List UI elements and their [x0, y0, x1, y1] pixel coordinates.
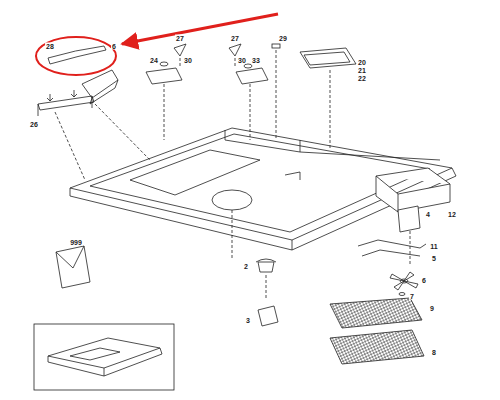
callout-number: 5: [431, 255, 437, 262]
motor: [398, 206, 420, 232]
callout-number: 20: [357, 59, 367, 66]
callout-number: 22: [357, 75, 367, 82]
highlight-arrow: [122, 14, 278, 44]
callout-number: 6: [421, 277, 427, 284]
light-housing: [82, 70, 118, 104]
hood-side: [292, 168, 456, 250]
callout-number: 29: [278, 35, 288, 42]
curved-strip: [48, 46, 106, 64]
manual-envelope: [56, 246, 90, 288]
callout-number: 30: [183, 57, 193, 64]
callout-number: 2: [243, 263, 249, 270]
switch: [236, 68, 268, 84]
assembly-line: [55, 50, 410, 300]
screw-arrow: [47, 90, 77, 101]
callout-number: 30: [237, 57, 247, 64]
fan-blade: [390, 272, 418, 290]
hood-front: [70, 188, 292, 250]
blower-opening: [212, 190, 252, 210]
callout-number: 999: [69, 239, 83, 246]
motor-bracket: [358, 240, 426, 256]
callout-number: 27: [230, 35, 240, 42]
callout-number: 24: [149, 57, 159, 64]
bracket: [38, 96, 94, 116]
washer: [160, 62, 168, 66]
callout-number: 6: [111, 43, 117, 50]
switch: [146, 68, 182, 84]
callout-number: 12: [447, 211, 457, 218]
charcoal-filter: [330, 330, 424, 364]
callout-number: 7: [409, 293, 415, 300]
light-bracket: [258, 306, 278, 326]
callout-number: 33: [251, 57, 261, 64]
inset-frame: [34, 324, 174, 390]
light-lens: [300, 48, 356, 68]
fan-nut: [399, 293, 405, 296]
knob: [174, 44, 186, 56]
callout-number: 26: [29, 121, 39, 128]
grease-filter: [330, 298, 422, 328]
knob: [229, 44, 241, 56]
washer: [244, 64, 252, 68]
callout-number: 8: [431, 349, 437, 356]
hood-body: [70, 128, 452, 240]
back-panel: [225, 130, 440, 160]
callout-number: 27: [175, 35, 185, 42]
highlight-circle: [36, 37, 116, 75]
callout-number: 9: [429, 305, 435, 312]
light-socket: [256, 259, 276, 272]
callout-number: 11: [429, 243, 438, 250]
small-clip: [272, 44, 280, 48]
inset-hood: [48, 338, 162, 376]
callout-number: 3: [245, 317, 251, 324]
hood-detail: [285, 172, 300, 180]
wiring-box: [376, 168, 450, 212]
callout-number: 21: [357, 67, 367, 74]
callout-number: 28: [45, 43, 55, 50]
inner-baffle: [130, 150, 260, 195]
callout-number: 4: [425, 211, 431, 218]
